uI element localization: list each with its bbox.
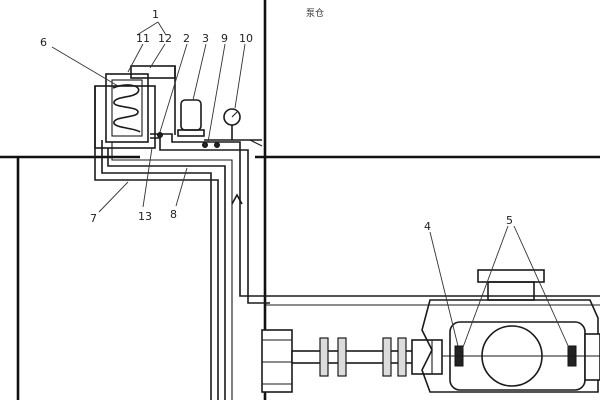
pressure-tank-base bbox=[177, 129, 205, 137]
supply-line-inner bbox=[150, 133, 265, 297]
pump-end-cap bbox=[584, 333, 600, 381]
supply-line-outer bbox=[150, 137, 270, 304]
outer-pipe-path bbox=[94, 86, 219, 400]
leader-12 bbox=[149, 43, 166, 69]
leader-10 bbox=[234, 43, 246, 109]
callout-7: 7 bbox=[90, 212, 97, 225]
inner-pipe-path bbox=[107, 148, 226, 400]
callout-numbers: 1 11 12 2 3 9 10 6 7 13 8 4 5 泵仓 bbox=[40, 7, 513, 233]
callout-12: 12 bbox=[158, 32, 172, 45]
tank-core bbox=[111, 79, 143, 137]
tank-inner-shell bbox=[105, 73, 149, 143]
leader-11 bbox=[127, 43, 144, 73]
callout-leaders bbox=[51, 21, 571, 351]
expansion-cap bbox=[130, 65, 176, 79]
callout-13: 13 bbox=[138, 210, 152, 223]
pressure-gauge-needle bbox=[231, 111, 238, 118]
coupling-1 bbox=[319, 337, 329, 377]
leader-8 bbox=[175, 167, 188, 207]
outer-pipe-inner-path bbox=[101, 140, 212, 400]
cooling-coil bbox=[112, 84, 141, 133]
shaft bbox=[291, 350, 433, 364]
callout-5: 5 bbox=[506, 214, 513, 227]
callout-10: 10 bbox=[239, 32, 253, 45]
callout-3: 3 bbox=[202, 32, 209, 45]
accessories bbox=[157, 99, 241, 148]
inner-pipe-loop bbox=[107, 142, 233, 400]
leader-2 bbox=[159, 43, 188, 133]
motor-end-block bbox=[261, 329, 293, 393]
valve-small-3 bbox=[214, 142, 220, 148]
heat-exchanger-tank bbox=[94, 65, 176, 149]
coupling-3 bbox=[382, 337, 392, 377]
room-label: 泵仓 bbox=[306, 7, 324, 19]
leader-9 bbox=[207, 43, 226, 143]
pressure-tank bbox=[180, 99, 202, 131]
pump-casing-outer bbox=[421, 299, 599, 393]
leader-1a bbox=[136, 21, 159, 36]
leader-4 bbox=[429, 231, 459, 347]
shaft-assembly bbox=[261, 329, 443, 393]
leader-13 bbox=[142, 147, 153, 208]
callout-2: 2 bbox=[183, 32, 190, 45]
pump-housing bbox=[421, 269, 600, 393]
inner-pipe-second-path bbox=[111, 142, 233, 400]
callout-11: 11 bbox=[136, 32, 150, 45]
callout-9: 9 bbox=[221, 32, 228, 45]
leader-3 bbox=[192, 43, 207, 101]
pump-neck bbox=[487, 281, 535, 301]
outer-pipe-loop bbox=[94, 86, 219, 400]
supply-line bbox=[150, 133, 270, 304]
callout-4: 4 bbox=[424, 220, 431, 233]
coupling-2 bbox=[337, 337, 347, 377]
leader-1b bbox=[157, 21, 167, 36]
callout-6: 6 bbox=[40, 36, 47, 49]
coupling-4 bbox=[397, 337, 407, 377]
callout-8: 8 bbox=[170, 208, 177, 221]
shaft-seal bbox=[411, 339, 443, 375]
leader-7 bbox=[98, 181, 129, 213]
valve-small-2 bbox=[202, 142, 208, 148]
leader-6 bbox=[51, 46, 119, 87]
flow-arrow bbox=[231, 193, 243, 205]
return-line bbox=[204, 139, 263, 147]
callout-1: 1 bbox=[152, 8, 159, 21]
leader-5a bbox=[461, 225, 509, 351]
return-line-diagonal bbox=[249, 139, 263, 147]
leader-5b bbox=[513, 225, 571, 351]
